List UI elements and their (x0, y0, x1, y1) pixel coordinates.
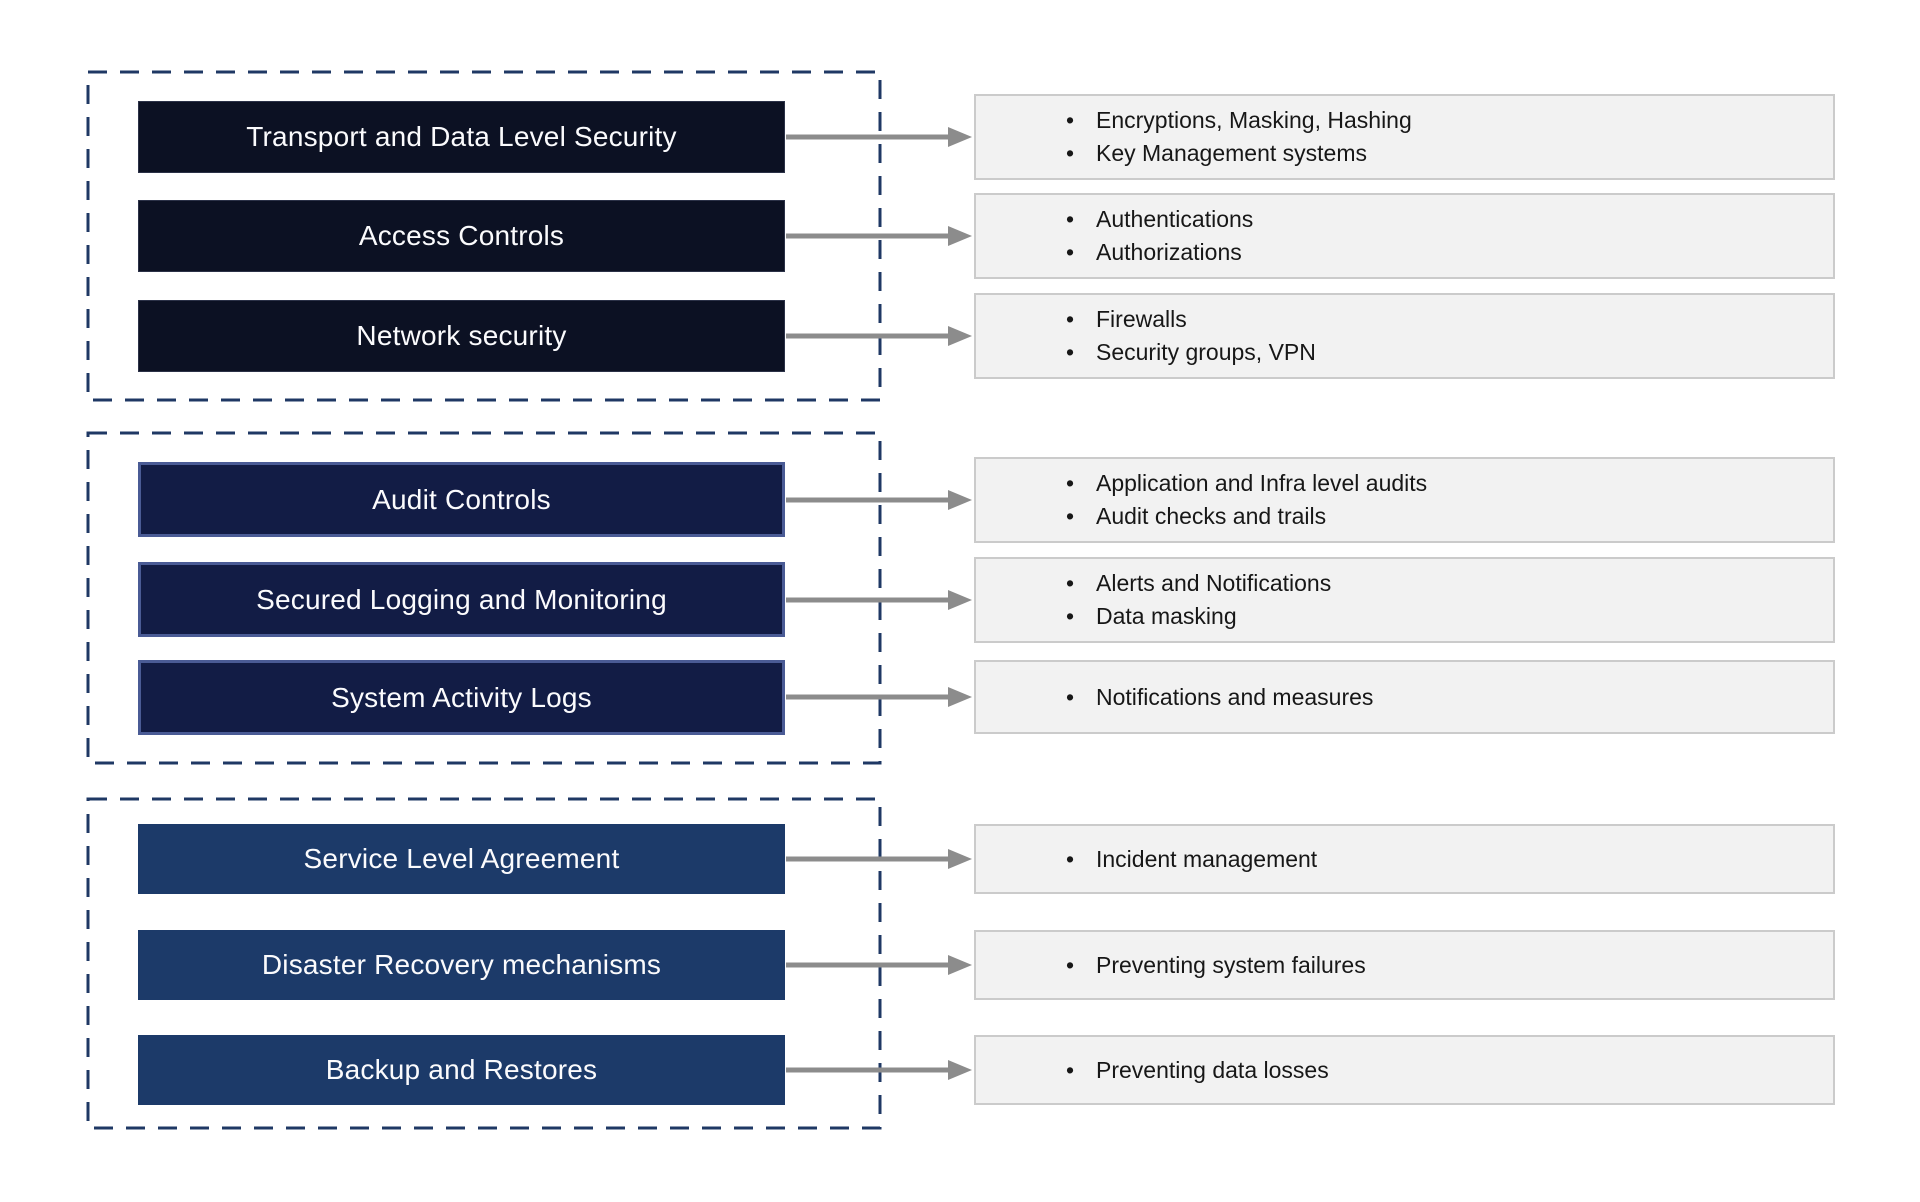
bullet-list: Application and Infra level audits Audit… (976, 467, 1437, 533)
bullet-item: Preventing system failures (1064, 949, 1366, 982)
detail-box: Preventing system failures (974, 930, 1835, 1000)
category-box-disaster-recovery: Disaster Recovery mechanisms (138, 930, 785, 1000)
bullet-item: Application and Infra level audits (1064, 467, 1427, 500)
detail-box: Alerts and Notifications Data masking (974, 557, 1835, 643)
bullet-item: Audit checks and trails (1064, 500, 1427, 533)
category-label: Transport and Data Level Security (246, 121, 677, 152)
arrow (786, 849, 972, 869)
bullet-item: Preventing data losses (1064, 1054, 1329, 1087)
bullet-list: Incident management (976, 843, 1327, 876)
bullet-item: Encryptions, Masking, Hashing (1064, 104, 1412, 137)
bullet-item: Security groups, VPN (1064, 336, 1316, 369)
bullet-list: Preventing system failures (976, 949, 1376, 982)
category-box-secured-logging-monitoring: Secured Logging and Monitoring (138, 562, 785, 637)
bullet-item: Authentications (1064, 203, 1253, 236)
category-label: Service Level Agreement (303, 843, 620, 874)
group-2-dashed-outline (86, 431, 882, 765)
bullet-list: Alerts and Notifications Data masking (976, 567, 1341, 633)
arrow (786, 326, 972, 346)
category-box-backup-restores: Backup and Restores (138, 1035, 785, 1105)
bullet-item: Key Management systems (1064, 137, 1412, 170)
bullet-list: Authentications Authorizations (976, 203, 1263, 269)
bullet-item: Data masking (1064, 600, 1331, 633)
detail-box: Authentications Authorizations (974, 193, 1835, 279)
arrow (786, 127, 972, 147)
detail-box: Preventing data losses (974, 1035, 1835, 1105)
category-label: Secured Logging and Monitoring (256, 583, 667, 615)
category-label: Access Controls (358, 220, 565, 251)
bullet-item: Incident management (1064, 843, 1317, 876)
bullet-item: Notifications and measures (1064, 681, 1373, 714)
category-box-system-activity-logs: System Activity Logs (138, 660, 785, 735)
category-box-access-controls: Access Controls (138, 200, 785, 272)
arrow (786, 590, 972, 610)
group-1-dashed-outline (86, 70, 882, 402)
category-label: System Activity Logs (331, 681, 592, 713)
category-box-transport-data-security: Transport and Data Level Security (138, 101, 785, 173)
bullet-list: Encryptions, Masking, Hashing Key Manage… (976, 104, 1422, 170)
category-label: Audit Controls (372, 483, 551, 515)
arrow (786, 226, 972, 246)
category-label: Disaster Recovery mechanisms (261, 949, 662, 980)
bullet-item: Alerts and Notifications (1064, 567, 1331, 600)
arrow (786, 490, 972, 510)
bullet-item: Authorizations (1064, 236, 1253, 269)
category-label: Backup and Restores (325, 1054, 598, 1085)
arrow (786, 687, 972, 707)
detail-box: Notifications and measures (974, 660, 1835, 734)
category-label: Network security (356, 320, 567, 351)
detail-box: Incident management (974, 824, 1835, 894)
detail-box: Firewalls Security groups, VPN (974, 293, 1835, 379)
bullet-list: Firewalls Security groups, VPN (976, 303, 1326, 369)
category-box-network-security: Network security (138, 300, 785, 372)
detail-box: Encryptions, Masking, Hashing Key Manage… (974, 94, 1835, 180)
category-box-service-level-agreement: Service Level Agreement (138, 824, 785, 894)
group-3-dashed-outline (86, 797, 882, 1130)
detail-box: Application and Infra level audits Audit… (974, 457, 1835, 543)
bullet-list: Notifications and measures (976, 681, 1383, 714)
arrow (786, 955, 972, 975)
bullet-item: Firewalls (1064, 303, 1316, 336)
bullet-list: Preventing data losses (976, 1054, 1339, 1087)
arrow (786, 1060, 972, 1080)
category-box-audit-controls: Audit Controls (138, 462, 785, 537)
